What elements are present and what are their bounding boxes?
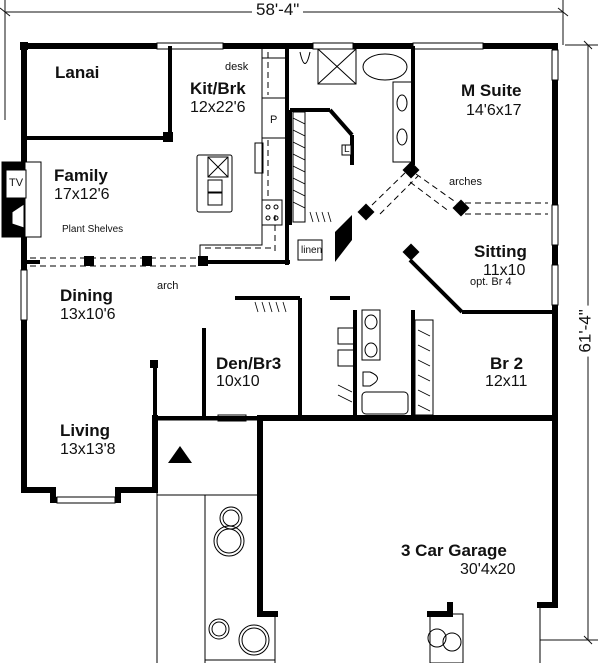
- room-size: 12x11: [485, 373, 528, 390]
- room-size: 30'4x20: [460, 561, 516, 578]
- room-size: 11x10: [483, 262, 526, 279]
- room-size: 13x13'8: [60, 441, 116, 458]
- room-name: Living: [60, 421, 111, 440]
- entry-triangle-marker: [168, 446, 192, 463]
- room-name: 3 Car Garage: [401, 541, 507, 560]
- room-size: 10x10: [216, 373, 260, 390]
- room-name: Dining: [60, 286, 113, 305]
- room-note: opt. Br 4: [470, 276, 512, 288]
- shrubs: [208, 506, 462, 656]
- room-size: 13x10'6: [60, 306, 116, 323]
- laundry-label: L: [344, 144, 350, 155]
- room-name: M Suite: [461, 81, 522, 100]
- kitchen-counters: [196, 47, 288, 258]
- pantry-label: P: [270, 114, 278, 126]
- linen-label: linen: [301, 245, 323, 256]
- room-size: 14'6x17: [466, 102, 522, 119]
- room-name: Sitting: [474, 242, 527, 261]
- room-name: Den/Br3: [216, 354, 282, 373]
- width-dimension: 58'-4": [252, 1, 304, 19]
- desk-label: desk: [225, 61, 249, 73]
- plant-shelves-label: Plant Shelves: [62, 224, 124, 235]
- depth-dimension: 61'-4": [576, 305, 595, 357]
- closet-shelving: [292, 111, 352, 261]
- tv-label: TV: [9, 177, 24, 189]
- arches-label: arches: [449, 176, 483, 188]
- master-bath-fixtures: [299, 48, 414, 163]
- hall-bath-fixtures: [254, 301, 434, 416]
- wall-posts: [20, 42, 470, 368]
- arch-dashes: [30, 52, 548, 267]
- arch-label: arch: [157, 280, 179, 292]
- room-name: Family: [54, 166, 108, 185]
- windows: [20, 42, 559, 504]
- room-name: Br 2: [490, 354, 524, 373]
- room-name: Kit/Brk: [190, 79, 246, 98]
- room-name: Lanai: [55, 63, 100, 82]
- fireplace: [1, 161, 42, 238]
- room-size: 17x12'6: [54, 186, 110, 203]
- entry-walkway: [156, 419, 541, 663]
- room-size: 12x22'6: [190, 99, 246, 116]
